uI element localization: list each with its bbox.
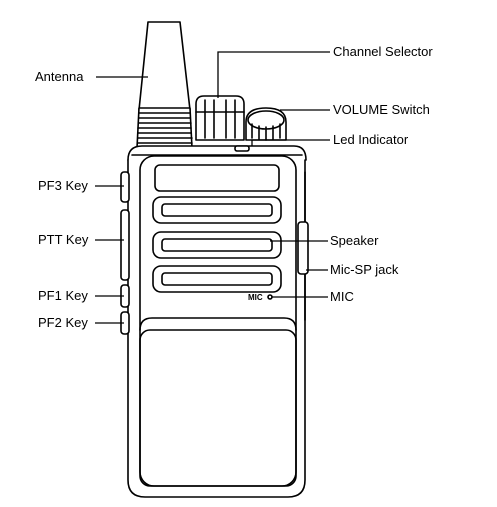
channel-selector-knob [195,95,245,141]
lower-panel [139,329,297,487]
label-volume-switch: VOLUME Switch [333,102,430,117]
speaker-grille [152,196,282,293]
label-pf2-key: PF2 Key [38,315,88,330]
led-indicator [234,145,250,152]
leader-led-indicator [251,139,330,146]
label-speaker: Speaker [330,233,379,248]
label-pf3-key: PF3 Key [38,178,88,193]
leader-channel-selector [217,51,330,98]
side-keys [120,171,130,335]
volume-switch-knob [245,107,287,141]
label-mic-sp-jack: Mic-SP jack [330,262,399,277]
display-window [154,164,280,192]
antenna [136,21,193,149]
mic-sp-jack [297,171,309,321]
radio-body [127,155,306,498]
label-mic: MIC [330,289,354,304]
device-mic-marking: MIC [248,293,263,302]
label-antenna: Antenna [35,69,84,84]
label-led-indicator: Led Indicator [333,132,409,147]
label-channel-selector: Channel Selector [333,44,433,59]
pf3-key [120,171,130,203]
label-ptt-key: PTT Key [38,232,89,247]
leader-lines [95,51,330,324]
label-pf1-key: PF1 Key [38,288,88,303]
ptt-key [120,209,130,281]
